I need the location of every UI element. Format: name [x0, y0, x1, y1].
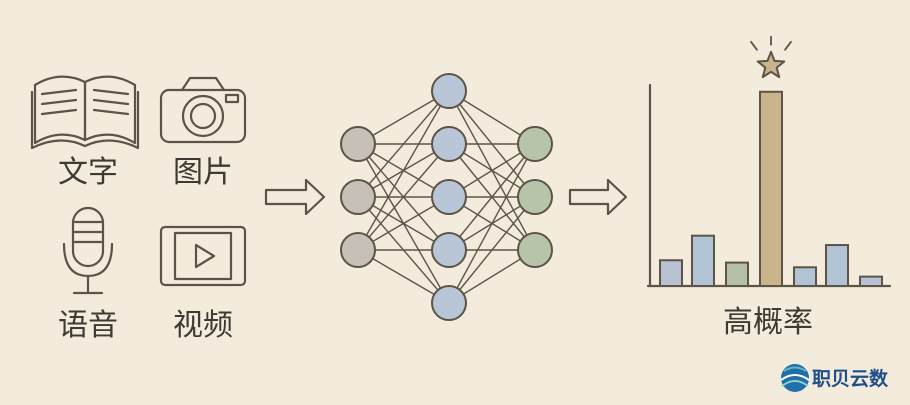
network-connection: [357, 90, 450, 198]
logo-globe-icon: [780, 364, 810, 392]
bar: [825, 244, 849, 288]
bar-highlight: [759, 90, 783, 287]
network-connection: [448, 196, 536, 304]
image-input-label: 图片: [173, 155, 233, 190]
camera-icon: [159, 76, 247, 144]
network-connection: [448, 143, 536, 251]
network-node: [517, 126, 553, 162]
bar: [725, 261, 749, 288]
star-spark: [750, 40, 758, 51]
network-node: [340, 126, 376, 162]
microphone-icon: [62, 206, 114, 295]
star-icon: [750, 35, 792, 79]
neural-network: [340, 73, 553, 321]
bar: [691, 234, 715, 288]
logo: 职贝云数: [780, 364, 889, 392]
audio-input-label: 语音: [58, 308, 118, 343]
network-node: [431, 285, 467, 321]
star-spark: [784, 40, 792, 51]
network-node: [431, 126, 467, 162]
star-shape: [756, 50, 786, 79]
book-icon: [30, 75, 140, 150]
probability-bar-chart: [646, 35, 892, 288]
network-node: [517, 179, 553, 215]
network-node: [431, 179, 467, 215]
bar: [659, 259, 683, 288]
high-probability-label: 高概率: [723, 305, 813, 340]
network-node: [431, 232, 467, 268]
network-node: [340, 179, 376, 215]
network-connection: [357, 143, 450, 251]
bar: [859, 275, 883, 288]
network-node: [517, 232, 553, 268]
network-connection: [448, 143, 536, 304]
network-connection: [357, 90, 450, 251]
video-input-label: 视频: [173, 308, 233, 343]
network-node: [431, 73, 467, 109]
logo-text: 职贝云数: [812, 367, 889, 390]
film-icon: [159, 225, 247, 287]
arrow-to-output-icon: [568, 178, 628, 216]
network-node: [340, 232, 376, 268]
arrow-to-network-icon: [264, 178, 326, 216]
bar: [793, 266, 817, 287]
text-input-label: 文字: [58, 155, 118, 190]
